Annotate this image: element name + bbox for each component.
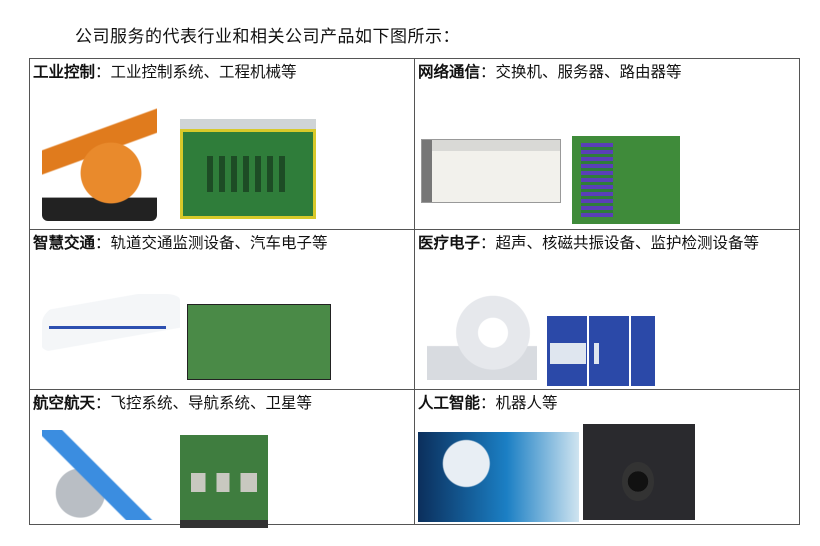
- network-chassis-image: [421, 139, 561, 203]
- cell-aerospace: 航空航天：飞控系统、导航系统、卫星等: [29, 389, 415, 528]
- ct-scanner-image: [427, 294, 537, 380]
- cell-title: 网络通信: [418, 63, 481, 81]
- cell-medical-electronics: 医疗电子：超声、核磁共振设备、监护检测设备等: [414, 229, 800, 390]
- cell-network-communication: 网络通信：交换机、服务器、路由器等: [414, 58, 800, 230]
- server-motherboard-image: [572, 136, 680, 224]
- cell-desc: ：工业控制系统、工程机械等: [95, 63, 297, 81]
- cell-title: 智慧交通: [33, 234, 96, 252]
- ai-board-image: [583, 424, 695, 520]
- ai-robot-image: [418, 432, 579, 522]
- industrial-robot-image: [42, 101, 157, 221]
- cell-desc: ：轨道交通监测设备、汽车电子等: [95, 234, 328, 252]
- automotive-pcb-image: [187, 304, 331, 380]
- cell-title: 航空航天: [33, 394, 96, 412]
- cell-title: 医疗电子: [418, 234, 481, 252]
- aerospace-pcb-image: [180, 435, 268, 528]
- cell-artificial-intelligence: 人工智能：机器人等: [414, 389, 800, 525]
- intro-text: 公司服务的代表行业和相关公司产品如下图所示：: [75, 27, 460, 47]
- cell-desc: ：机器人等: [480, 394, 558, 412]
- cell-industrial-control: 工业控制：工业控制系统、工程机械等: [29, 58, 415, 230]
- cell-desc: ：交换机、服务器、路由器等: [480, 63, 682, 81]
- satellite-image: [42, 430, 170, 520]
- high-speed-train-image: [42, 294, 180, 352]
- industry-table: 工业控制：工业控制系统、工程机械等 网络通信：交换机、服务器、路由器等 智慧交通…: [29, 58, 800, 528]
- industrial-control-board-image: [180, 119, 316, 219]
- blue-medical-pcb-image: [547, 316, 655, 386]
- cell-title: 人工智能: [418, 394, 481, 412]
- cell-title: 工业控制: [33, 63, 96, 81]
- cell-smart-transportation: 智慧交通：轨道交通监测设备、汽车电子等: [29, 229, 415, 390]
- cell-desc: ：超声、核磁共振设备、监护检测设备等: [480, 234, 760, 252]
- cell-desc: ：飞控系统、导航系统、卫星等: [95, 394, 313, 412]
